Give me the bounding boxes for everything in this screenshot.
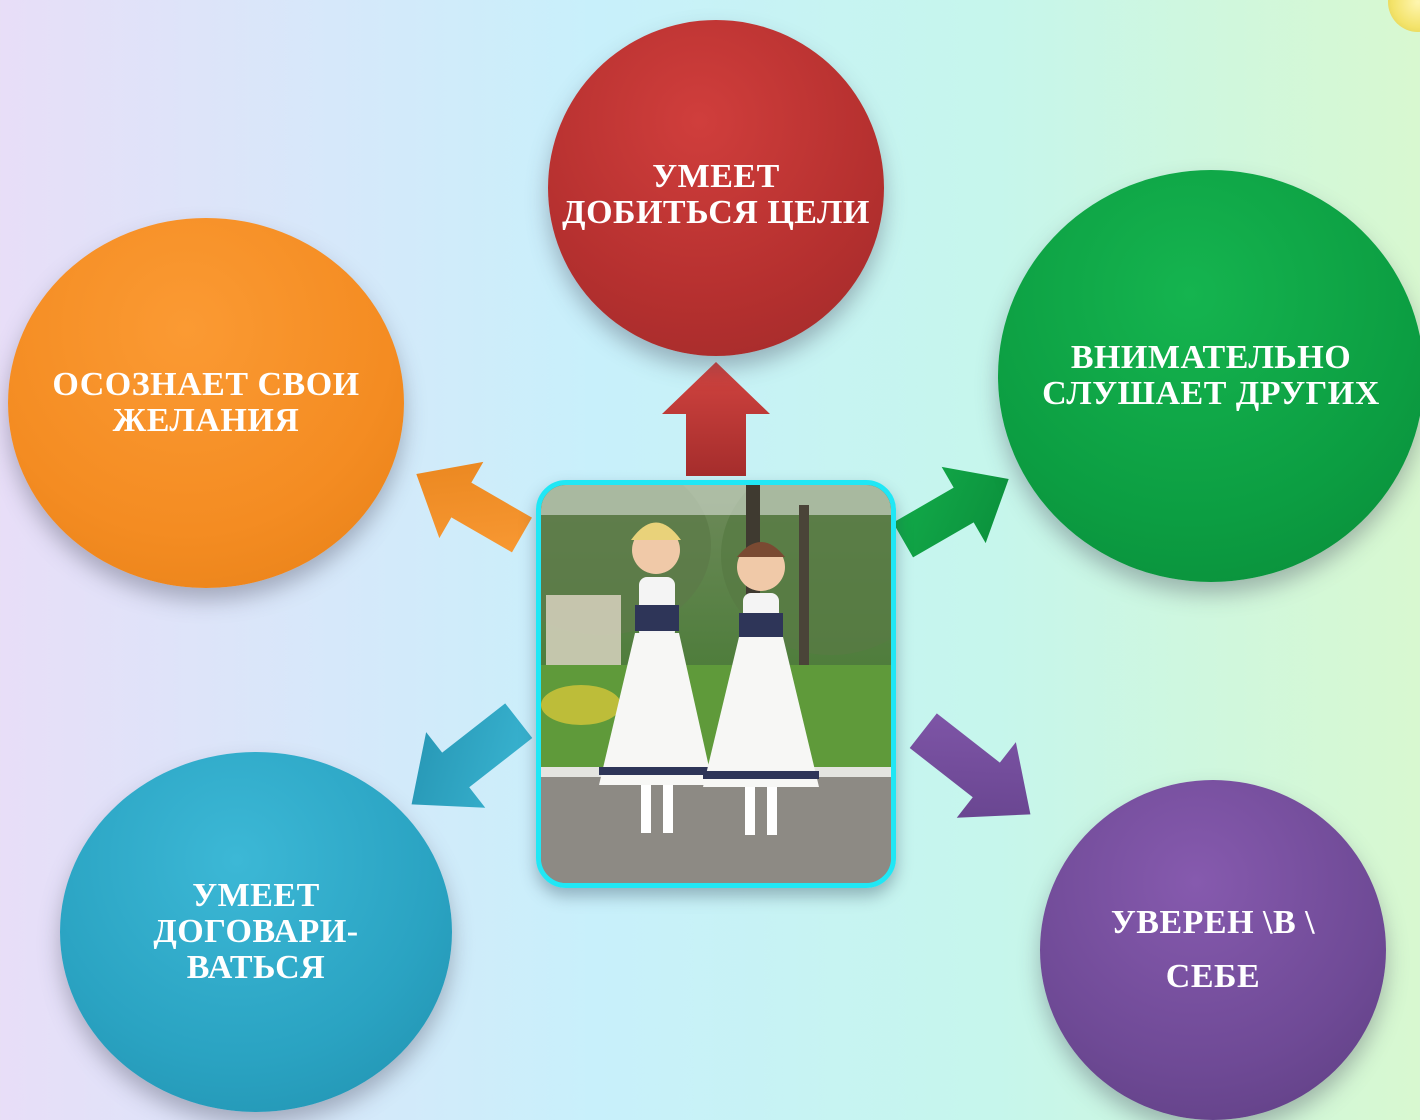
arrow-up [662, 362, 770, 476]
arrow-up-right [893, 466, 1009, 558]
node-self-confident-label: УВЕРЕН \В \ СЕБЕ [1110, 903, 1316, 995]
arrow-down-right [909, 713, 1031, 818]
node-listens-to-others-label: ВНИМАТЕЛЬНО СЛУШАЕТ ДРУГИХ [1042, 339, 1380, 412]
arrow-up-left [416, 461, 532, 553]
node-self-confident: УВЕРЕН \В \ СЕБЕ [1040, 780, 1386, 1120]
node-aware-of-desires-label: ОСОЗНАЕТ СВОИ ЖЕЛАНИЯ [52, 366, 360, 439]
arrow-down-left [411, 703, 533, 808]
node-can-negotiate-label: УМЕЕТ ДОГОВАРИ- ВАТЬСЯ [153, 877, 359, 986]
arrows-layer [411, 362, 1031, 818]
node-aware-of-desires: ОСОЗНАЕТ СВОИ ЖЕЛАНИЯ [8, 218, 404, 588]
node-can-negotiate: УМЕЕТ ДОГОВАРИ- ВАТЬСЯ [60, 752, 452, 1112]
node-listens-to-others: ВНИМАТЕЛЬНО СЛУШАЕТ ДРУГИХ [998, 170, 1420, 582]
photo-image [541, 485, 891, 883]
center-photo [536, 480, 896, 888]
node-achieves-goals: УМЕЕТ ДОБИТЬСЯ ЦЕЛИ [548, 20, 884, 356]
node-achieves-goals-label: УМЕЕТ ДОБИТЬСЯ ЦЕЛИ [562, 158, 870, 231]
